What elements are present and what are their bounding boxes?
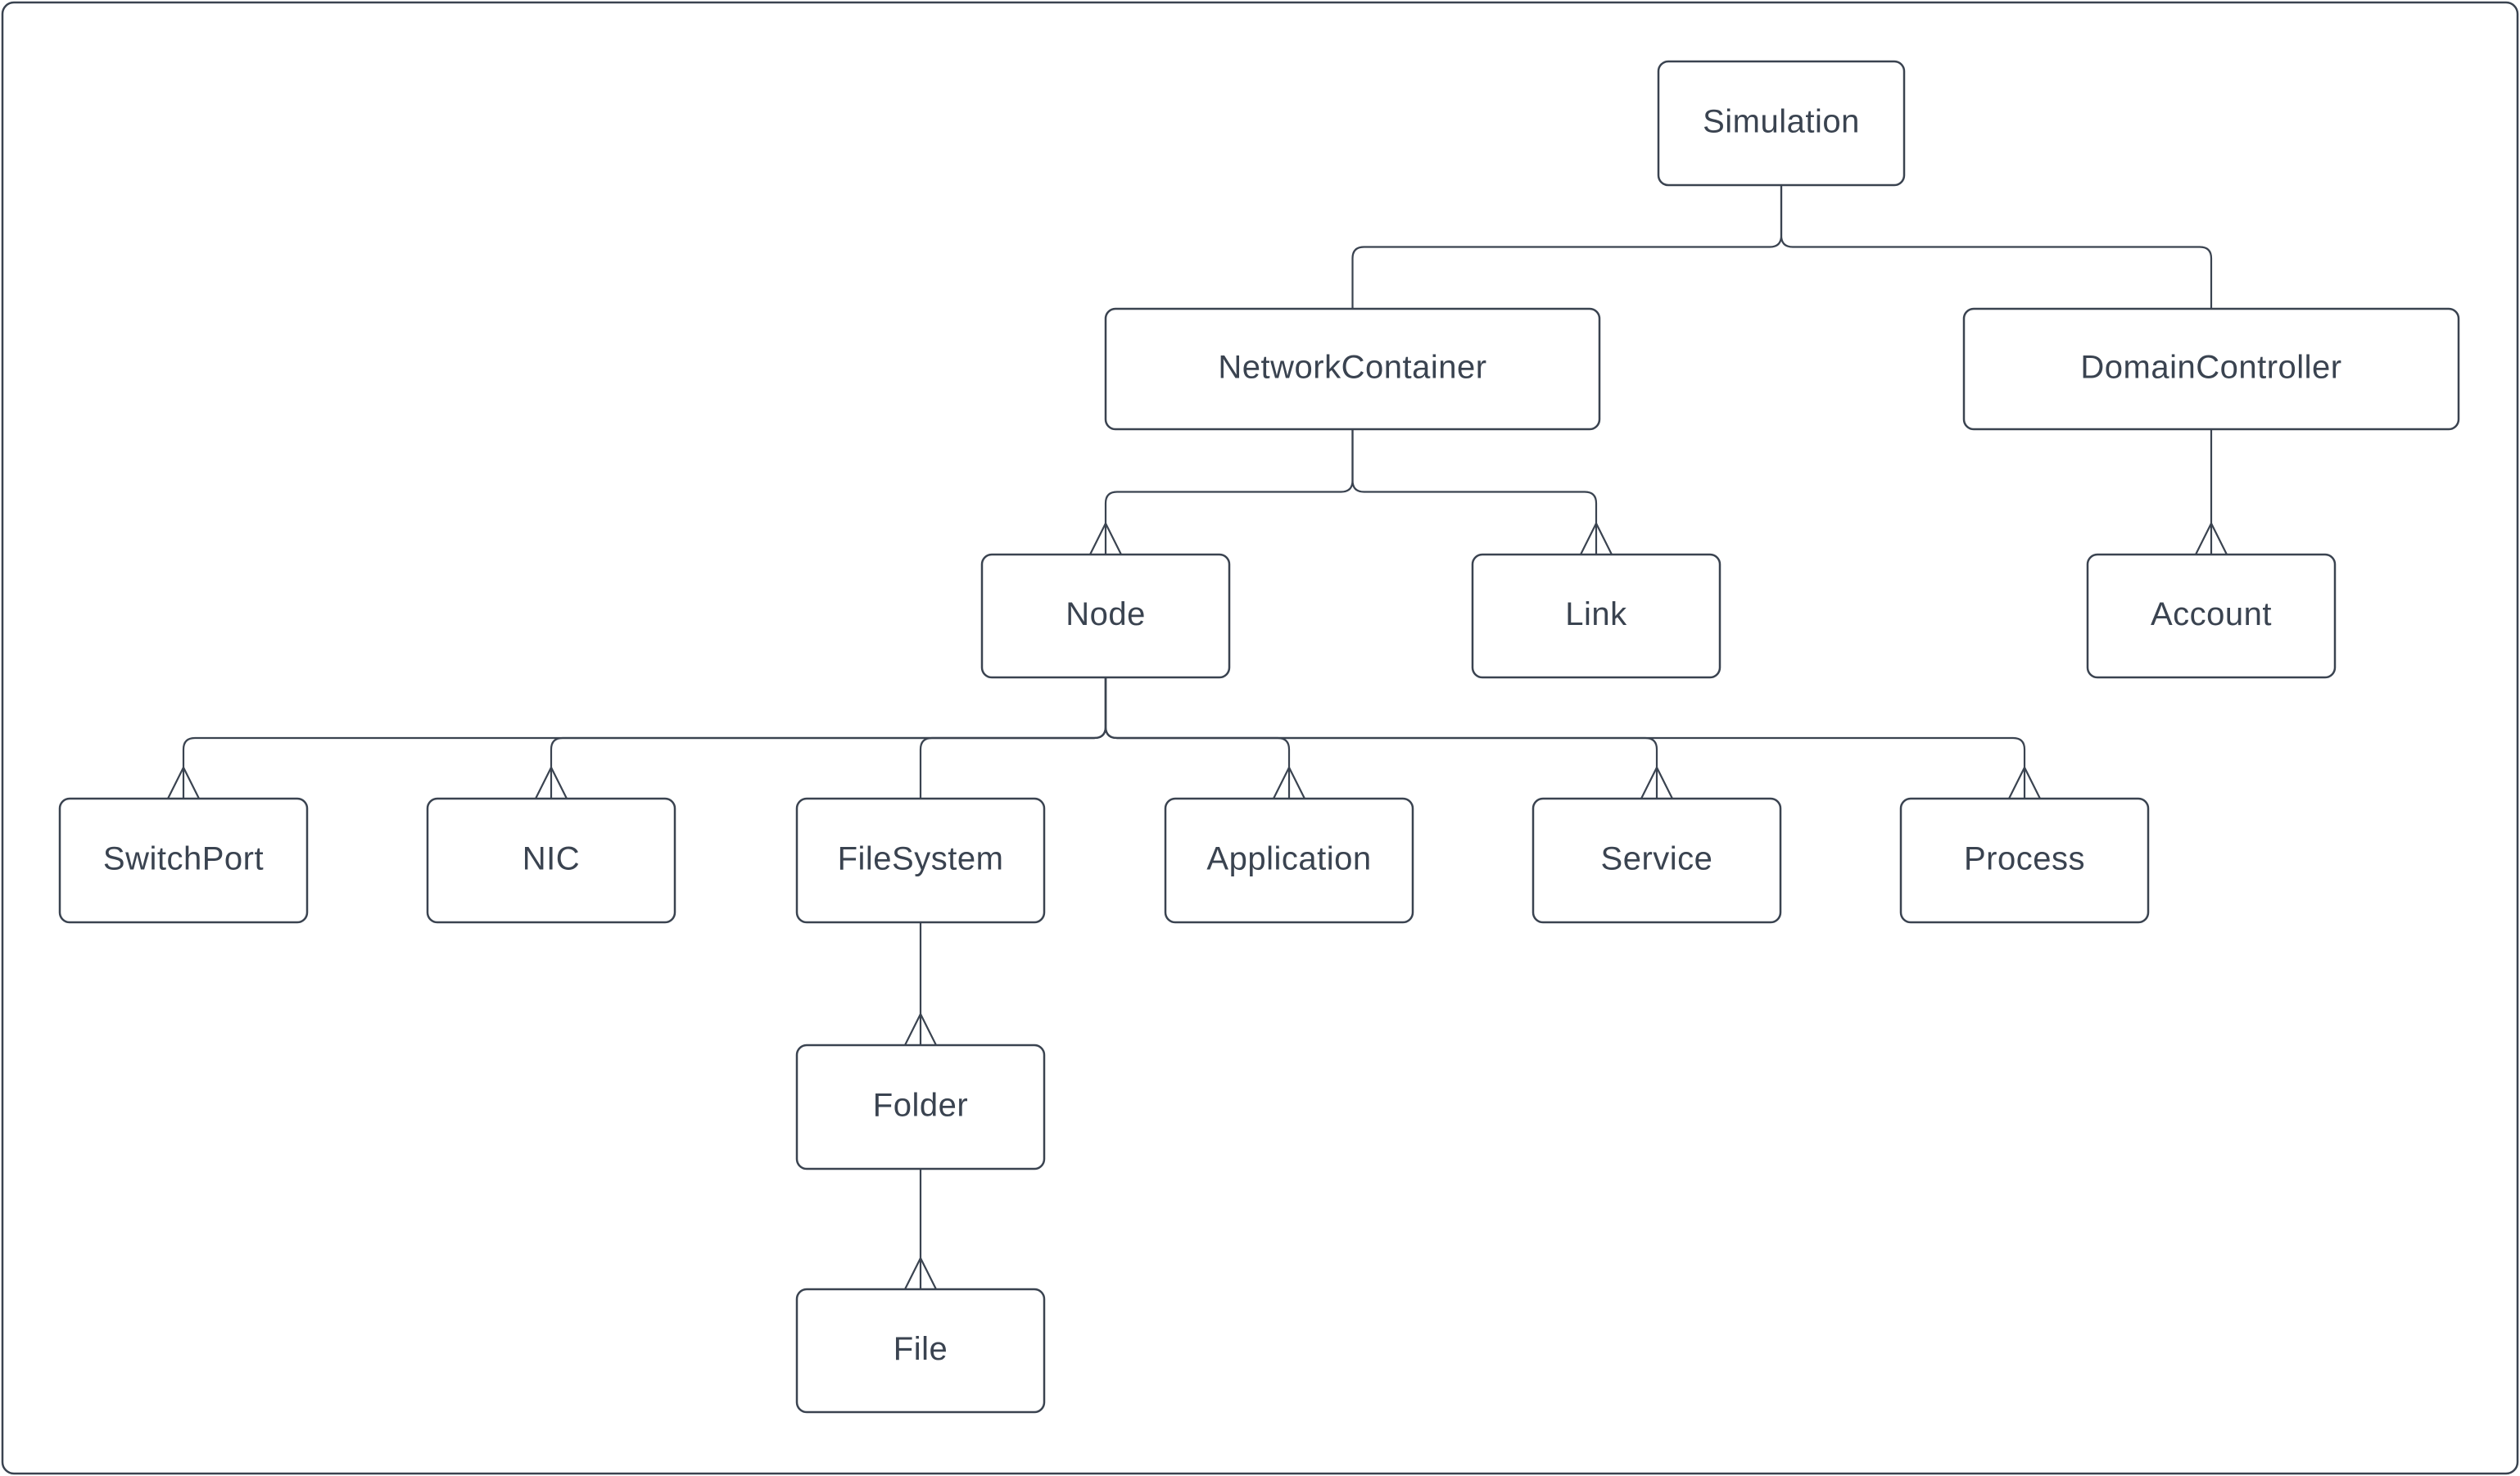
node-label-link: Link xyxy=(1565,596,1627,632)
node-label-process: Process xyxy=(1964,841,2085,877)
open-arrowhead-icon xyxy=(167,765,200,799)
node-label-node: Node xyxy=(1065,596,1146,632)
node-label-file: File xyxy=(894,1331,948,1367)
node-nic[interactable]: NIC xyxy=(426,797,676,924)
open-arrowhead-icon xyxy=(1273,765,1305,799)
edge-simulation-to-network-container xyxy=(1351,185,1783,309)
node-account[interactable]: Account xyxy=(2086,553,2337,679)
node-box-link[interactable] xyxy=(1471,553,1721,679)
node-filesystem[interactable]: FileSystem xyxy=(795,797,1046,924)
node-box-domain-controller[interactable] xyxy=(1962,307,2460,431)
node-box-node[interactable] xyxy=(980,553,1231,679)
node-box-switchport[interactable] xyxy=(58,797,309,924)
node-service[interactable]: Service xyxy=(1531,797,1782,924)
node-file[interactable]: File xyxy=(795,1288,1046,1414)
node-box-service[interactable] xyxy=(1531,797,1782,924)
node-box-filesystem[interactable] xyxy=(795,797,1046,924)
open-arrowhead-icon xyxy=(535,765,568,799)
open-arrowhead-icon xyxy=(1640,765,1673,799)
node-box-account[interactable] xyxy=(2086,553,2337,679)
edge-network-container-to-link xyxy=(1351,429,1598,555)
node-label-account: Account xyxy=(2151,596,2272,632)
open-arrowhead-icon xyxy=(2008,765,2041,799)
open-arrowhead-icon xyxy=(1580,521,1613,555)
node-box-file[interactable] xyxy=(795,1288,1046,1414)
node-box-network-container[interactable] xyxy=(1104,307,1601,431)
node-application[interactable]: Application xyxy=(1164,797,1414,924)
edge-node-to-filesystem xyxy=(919,677,1107,799)
node-box-simulation[interactable] xyxy=(1657,60,1906,187)
node-label-application: Application xyxy=(1206,841,1371,877)
node-label-folder: Folder xyxy=(873,1088,968,1124)
node-box-folder[interactable] xyxy=(795,1044,1046,1170)
node-switchport[interactable]: SwitchPort xyxy=(58,797,309,924)
open-arrowhead-icon xyxy=(1089,521,1122,555)
edge-network-container-to-node xyxy=(1104,429,1354,555)
node-process[interactable]: Process xyxy=(1899,797,2150,924)
node-node[interactable]: Node xyxy=(980,553,1231,679)
node-box-process[interactable] xyxy=(1899,797,2150,924)
node-label-nic: NIC xyxy=(523,841,580,877)
edge-layer xyxy=(167,185,2228,1290)
node-label-simulation: Simulation xyxy=(1703,104,1860,140)
open-arrowhead-icon xyxy=(904,1012,937,1046)
node-box-nic[interactable] xyxy=(426,797,676,924)
node-network-container[interactable]: NetworkContainer xyxy=(1104,307,1601,431)
node-label-network-container: NetworkContainer xyxy=(1218,350,1486,386)
node-box-application[interactable] xyxy=(1164,797,1414,924)
node-label-switchport: SwitchPort xyxy=(103,841,264,877)
edge-simulation-to-domain-controller xyxy=(1780,185,2213,309)
node-simulation[interactable]: Simulation xyxy=(1657,60,1906,187)
node-folder[interactable]: Folder xyxy=(795,1044,1046,1170)
node-link[interactable]: Link xyxy=(1471,553,1721,679)
node-label-filesystem: FileSystem xyxy=(838,841,1004,877)
node-domain-controller[interactable]: DomainController xyxy=(1962,307,2460,431)
edge-node-to-process xyxy=(1104,677,2026,799)
node-label-service: Service xyxy=(1601,841,1713,877)
open-arrowhead-icon xyxy=(2195,521,2228,555)
open-arrowhead-icon xyxy=(904,1256,937,1290)
node-label-domain-controller: DomainController xyxy=(2080,350,2341,386)
